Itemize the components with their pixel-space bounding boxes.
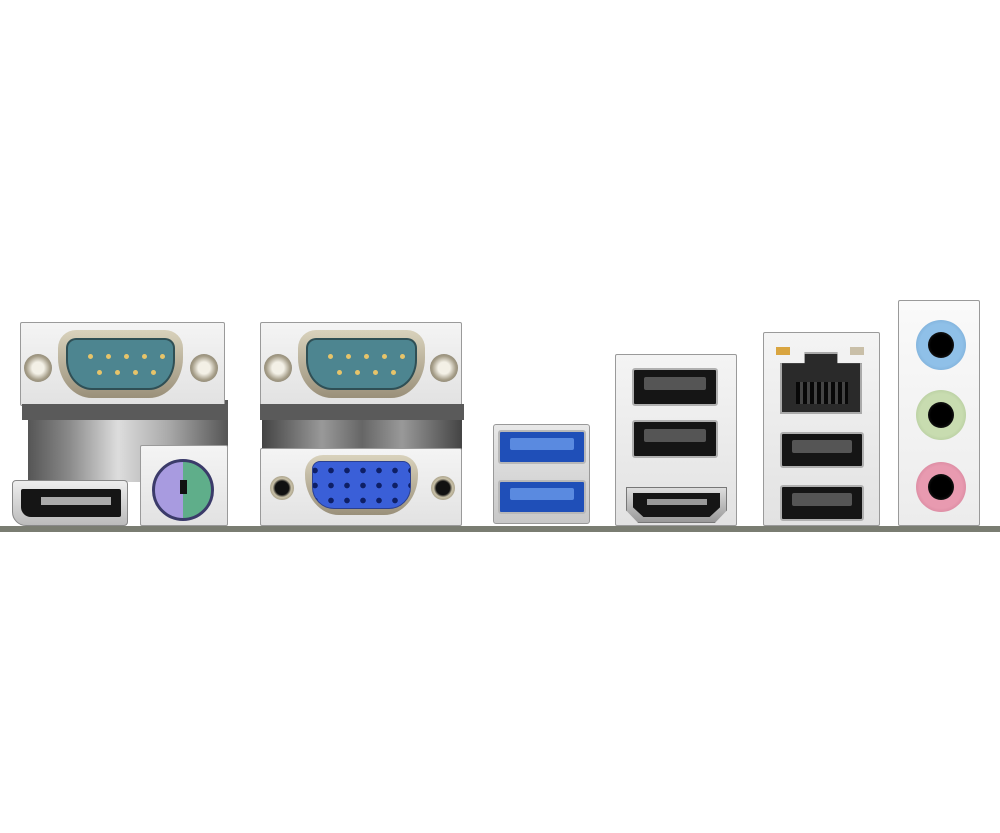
serial-port-1-base bbox=[22, 404, 228, 420]
usb-icon bbox=[791, 440, 853, 454]
serial-port-2-base bbox=[260, 404, 464, 420]
audio-mic[interactable] bbox=[916, 462, 966, 512]
audio-line-out[interactable] bbox=[916, 390, 966, 440]
usb2-port-1[interactable] bbox=[632, 368, 718, 406]
vga-port[interactable] bbox=[305, 455, 418, 515]
usb2-port-2[interactable] bbox=[632, 420, 718, 458]
displayport-icon bbox=[21, 489, 121, 517]
rj45-icon bbox=[796, 382, 848, 404]
usb3-icon bbox=[510, 488, 574, 500]
usb3-port-2[interactable] bbox=[498, 480, 586, 514]
vga-screw-hole-icon bbox=[431, 476, 455, 500]
db9-icon bbox=[66, 338, 175, 390]
screw-icon bbox=[24, 354, 52, 382]
lan-led-left bbox=[776, 347, 790, 355]
serial-port-1[interactable] bbox=[58, 330, 183, 398]
audio-jack-icon bbox=[928, 332, 954, 358]
screw-icon bbox=[430, 354, 458, 382]
vga-screw-hole-icon bbox=[270, 476, 294, 500]
displayport[interactable] bbox=[12, 480, 128, 526]
usb-icon bbox=[791, 493, 853, 507]
audio-jack-icon bbox=[928, 474, 954, 500]
ps2-combo-port[interactable] bbox=[152, 459, 214, 521]
ps2-icon bbox=[180, 480, 187, 494]
hdmi-icon bbox=[633, 493, 720, 517]
audio-jack-icon bbox=[928, 402, 954, 428]
usb-icon bbox=[643, 376, 707, 391]
screw-icon bbox=[264, 354, 292, 382]
audio-line-in[interactable] bbox=[916, 320, 966, 370]
usb2-port-3[interactable] bbox=[780, 432, 864, 468]
serial-port-2[interactable] bbox=[298, 330, 425, 398]
usb3-icon bbox=[510, 438, 574, 450]
lan-led-right bbox=[850, 347, 864, 355]
usb2-port-4[interactable] bbox=[780, 485, 864, 521]
hdmi-port[interactable] bbox=[626, 487, 727, 523]
board-edge bbox=[0, 526, 1000, 532]
vga-icon bbox=[312, 461, 411, 509]
usb-icon bbox=[643, 428, 707, 443]
db9-icon bbox=[306, 338, 417, 390]
usb3-port-1[interactable] bbox=[498, 430, 586, 464]
screw-icon bbox=[190, 354, 218, 382]
